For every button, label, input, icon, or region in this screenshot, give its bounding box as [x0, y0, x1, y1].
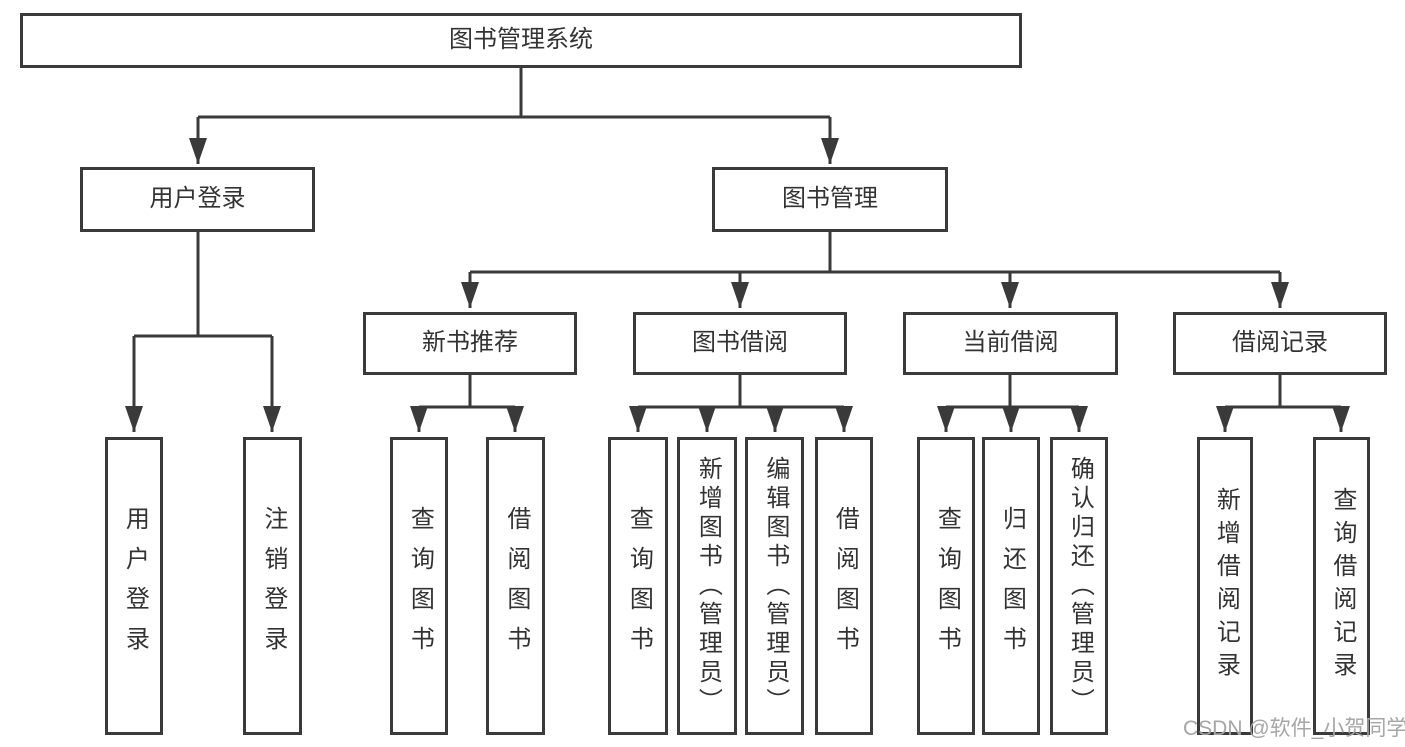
leaf-query-books-borrow: 查询图书: [608, 437, 668, 735]
node-current-borrow: 当前借阅: [903, 312, 1118, 375]
csdn-watermark: CSDN @软件_小贺同学: [1183, 717, 1405, 740]
leaf-confirm-return-admin: 确认归还（管理员）: [1050, 437, 1108, 735]
leaf-query-borrow-record: 查询借阅记录: [1313, 437, 1370, 735]
leaf-query-books-recommend: 查询图书: [390, 437, 448, 735]
node-book-borrow: 图书借阅: [633, 312, 847, 375]
node-new-book-recommend: 新书推荐: [363, 312, 577, 375]
node-book-management: 图书管理: [712, 167, 948, 232]
leaf-return-books: 归还图书: [982, 437, 1040, 735]
leaf-logout: 注销登录: [243, 437, 302, 735]
leaf-user-login: 用户登录: [105, 437, 163, 735]
node-library-management-system: 图书管理系统: [20, 13, 1022, 68]
leaf-borrow-books-recommend: 借阅图书: [486, 437, 545, 735]
node-borrow-records: 借阅记录: [1173, 312, 1387, 375]
leaf-borrow-books: 借阅图书: [815, 437, 873, 735]
leaf-query-books-current: 查询图书: [917, 437, 975, 735]
leaf-edit-books-admin: 编辑图书（管理员）: [745, 437, 804, 735]
node-user-login: 用户登录: [80, 167, 315, 232]
leaf-add-borrow-record: 新增借阅记录: [1197, 437, 1253, 735]
leaf-add-books-admin: 新增图书（管理员）: [677, 437, 737, 735]
